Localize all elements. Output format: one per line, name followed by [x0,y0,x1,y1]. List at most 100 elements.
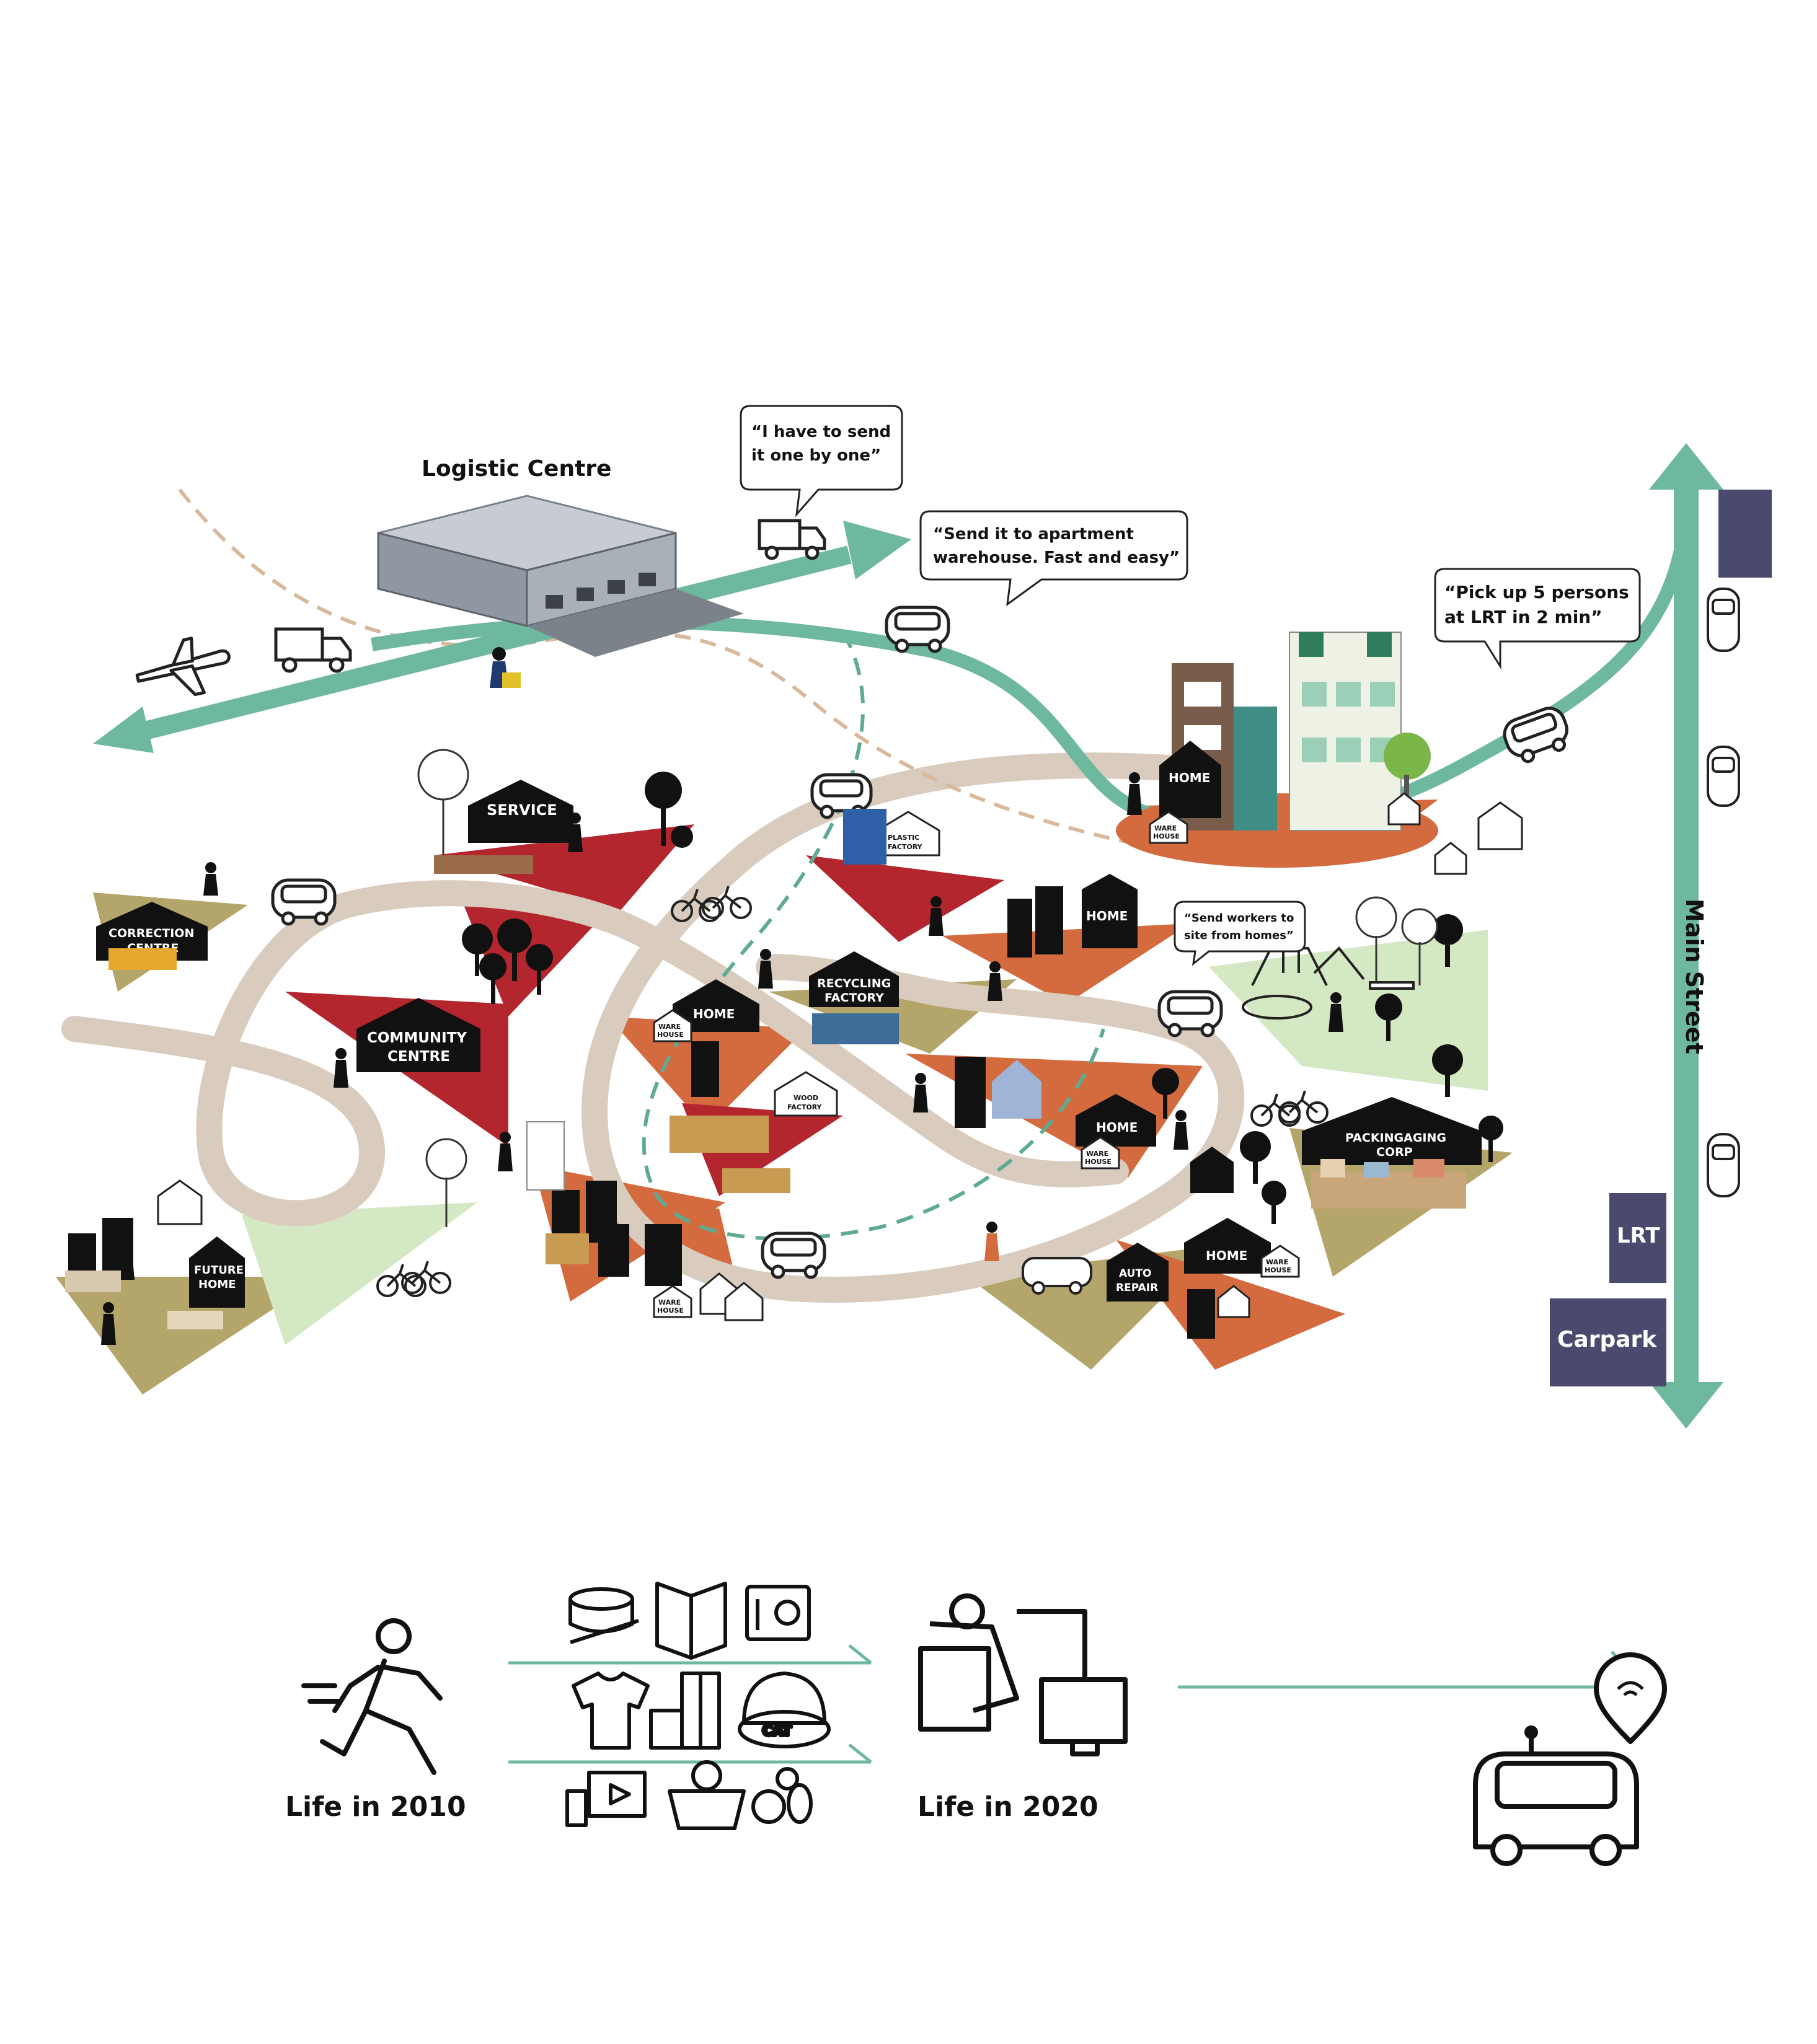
main-street-shaft [1674,483,1699,1382]
pod-icon [1503,707,1568,764]
truck-icon [274,627,352,673]
outline-trees [417,749,1438,1227]
svg-text:HOUSE: HOUSE [1153,832,1180,840]
svg-text:“Pick up 5 persons: “Pick up 5 persons [1444,582,1629,602]
house-outline [1387,792,1421,826]
home-building-south: HOME [1184,1218,1271,1274]
svg-text:WARE: WARE [658,1023,681,1031]
pod-icon [761,1231,826,1279]
house-outline [724,1282,764,1321]
svg-text:HOUSE: HOUSE [1265,1266,1291,1274]
svg-text:FACTORY: FACTORY [888,843,923,851]
trees [462,772,1503,1224]
person-figure [988,961,1002,1001]
pod-icon [810,773,873,819]
svg-text:CORRECTION: CORRECTION [108,927,194,940]
autonomous-pod-icon [1473,1652,1667,1866]
location-pin-icon [1594,1652,1667,1744]
arrow-head-west [93,707,154,753]
dashed-teal-route [642,631,1105,1241]
svg-text:RECYCLING: RECYCLING [817,977,891,990]
pod-icon [885,606,950,653]
svg-text:at LRT in 2 min”: at LRT in 2 min” [1444,607,1603,627]
zone-playground [1209,930,1488,1091]
house-outline [1217,1285,1250,1318]
arrow-head-east [843,521,911,579]
pet-food-label: CAT [763,1724,791,1739]
svg-text:HOME: HOME [1169,770,1210,785]
zone-green-sw [242,1202,477,1345]
speech-bubble-workers: “Send workers to site from homes” [1174,901,1306,966]
car-icon [1707,588,1740,652]
svg-text:HOUSE: HOUSE [1085,1158,1112,1166]
community-centre-building: COMMUNITY CENTRE [356,998,480,1072]
svg-text:site from homes”: site from homes” [1184,929,1294,942]
recycling-factory-building: RECYCLING FACTORY [809,951,899,1007]
zone-service [434,824,694,911]
home-building-southeast: HOME [1076,1094,1156,1147]
airplane-icon [135,637,231,697]
svg-text:“Send it to apartment: “Send it to apartment [933,525,1134,544]
svg-text:FACTORY: FACTORY [825,991,884,1005]
svg-text:PLASTIC: PLASTIC [888,834,919,842]
media-icon [565,1771,647,1827]
person-figure [568,813,583,852]
warehouse-mid: WARE HOUSE [653,1009,692,1042]
person-figure [490,647,521,688]
svg-text:AUTO: AUTO [1119,1267,1152,1280]
house-outline [1477,801,1523,850]
svg-text:HOUSE: HOUSE [657,1306,684,1315]
svg-text:HOME: HOME [693,1007,735,1021]
lrt-block [1609,1193,1666,1283]
car-icon [1707,746,1740,807]
main-street-label: Main Street [1681,899,1708,1054]
carpark-label: Carpark [1557,1327,1657,1352]
svg-text:SERVICE: SERVICE [487,801,557,819]
svg-text:COMMUNITY: COMMUNITY [367,1030,467,1046]
person-figure [913,1073,928,1112]
small-house-dark [1190,1147,1234,1193]
house-outline [1434,842,1467,875]
main-street-cars [1022,588,1740,1295]
main-street-head-top [1649,443,1723,490]
activity-clusters [65,809,1466,1329]
t-shirt-icon [572,1672,650,1750]
svg-text:WARE: WARE [1086,1150,1108,1158]
pod-icon [271,878,337,926]
svg-text:warehouse. Fast and easy”: warehouse. Fast and easy” [933,548,1180,567]
household-icons: CAT [565,1582,831,1830]
house-labels: SERVICE CORRECTION CENTRE COMMUNITY CENT… [96,741,1482,1308]
speech-bubble-pickup: “Pick up 5 persons at LRT in 2 min” [1434,568,1641,670]
svg-text:CORP: CORP [1376,1145,1413,1159]
auto-repair-building: AUTO REPAIR [1107,1243,1169,1302]
grocery-basket-icon [668,1760,746,1830]
life-2010-label: Life in 2010 [285,1791,466,1823]
speech-bubble-one-by-one: “I have to send it one by one” [740,405,903,518]
lrt-label: LRT [1617,1223,1660,1248]
warehouse-southeast: WARE HOUSE [1081,1136,1120,1170]
toolbox-icon [745,1585,811,1641]
packaging-corp-building: PACKINGAGING CORP [1302,1097,1482,1165]
person-figure [101,1302,116,1345]
bicycle-icon [702,886,752,919]
svg-text:WOOD: WOOD [794,1094,818,1102]
carpark-block [1550,1298,1666,1386]
svg-text:WARE: WARE [1266,1258,1288,1266]
pet-food-icon [738,1672,831,1748]
svg-text:HOME: HOME [198,1278,236,1291]
home-building-east: HOME [1082,874,1138,948]
svg-text:HOME: HOME [1086,909,1128,923]
bicycle-icon [671,889,721,922]
svg-text:REPAIR: REPAIR [1116,1282,1158,1294]
svg-text:HOUSE: HOUSE [657,1031,684,1039]
svg-text:it one by one”: it one by one” [751,446,881,465]
person-figure [984,1222,999,1261]
person-figure [120,1240,135,1280]
svg-text:WARE: WARE [1154,824,1177,832]
street-building-top [1718,490,1772,578]
outline-houses: WARE HOUSE WARE HOUSE WARE HOUSE WARE HO… [157,792,1523,1321]
zone-plastic [806,855,1004,942]
home-building-apartments: HOME [1159,741,1221,818]
svg-text:FUTURE: FUTURE [194,1264,244,1277]
